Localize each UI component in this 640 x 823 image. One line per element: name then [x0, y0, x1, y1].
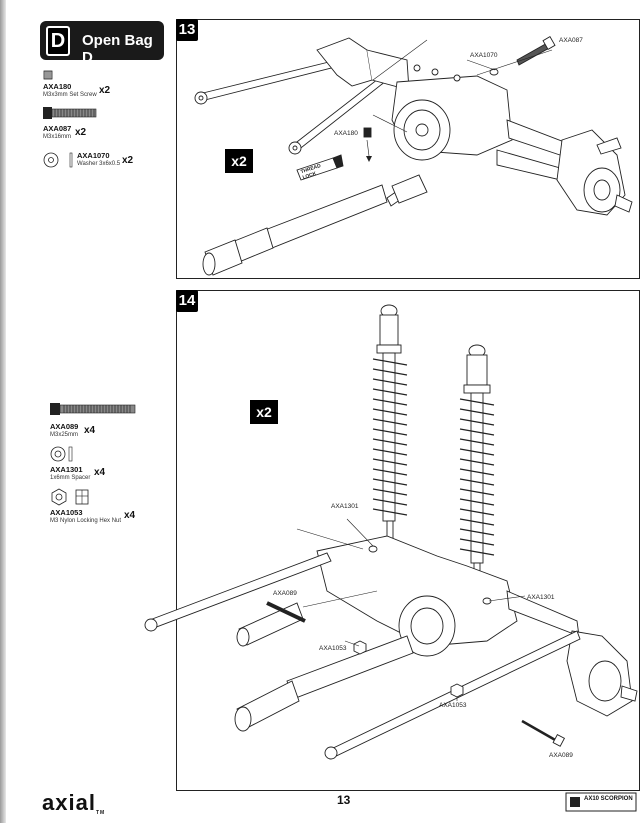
spacer-icon — [50, 446, 73, 462]
part-code: AXA089 — [50, 422, 79, 431]
part-qty: x4 — [124, 510, 136, 521]
page-edge-shadow — [0, 0, 6, 823]
step-14-panel: 14 x2 — [144, 290, 640, 791]
part-qty: x4 — [84, 425, 96, 436]
part-axa1301: AXA1301 1x6mm Spacer — [50, 465, 90, 483]
part-qty: x2 — [99, 85, 111, 96]
callout-axa1053: AXA1053 — [319, 645, 347, 652]
part-qty: x2 — [75, 127, 87, 138]
part-code: AXA087 — [43, 124, 72, 133]
part-desc: M3x25mm — [50, 432, 79, 438]
callout-axa180: AXA180 — [334, 130, 358, 137]
callout-axa089: AXA089 — [549, 752, 573, 759]
cap-screw-short-icon — [43, 107, 97, 119]
brand-name: axial — [42, 790, 96, 815]
callout-axa1301: AXA1301 — [527, 594, 555, 601]
callout-axa1301: AXA1301 — [331, 503, 359, 510]
part-desc: M3 Nylon Locking Hex Nut — [50, 518, 122, 524]
callout-axa1070: AXA1070 — [470, 52, 498, 59]
part-desc: M3x3mm Set Screw — [43, 92, 97, 98]
washer-icon — [43, 152, 73, 168]
part-axa089: AXA089 M3x25mm — [50, 422, 78, 440]
bag-letter: D — [46, 26, 70, 56]
callout-axa1053: AXA1053 — [439, 702, 467, 709]
set-screw-icon — [43, 70, 53, 80]
hex-nut-icon — [51, 488, 89, 506]
part-code: AXA1301 — [50, 465, 83, 474]
trademark: TM — [95, 810, 106, 816]
part-desc: M3x16mm — [43, 134, 72, 140]
bag-header: D Open Bag D — [40, 21, 164, 66]
callout-axa087: AXA087 — [559, 37, 583, 44]
step-number-badge: 13 — [176, 19, 198, 41]
part-axa087: AXA087 M3x16mm — [43, 124, 71, 142]
page-number: 13 — [337, 793, 351, 807]
part-axa180: AXA180 M3x3mm Set Screw — [43, 82, 97, 100]
part-desc: 1x6mm Spacer — [50, 475, 91, 481]
part-desc: Washer 3x6x0.5 — [77, 161, 121, 167]
spring-coils — [372, 358, 495, 556]
part-axa1070: AXA1070 Washer 3x6x0.5 — [77, 151, 120, 169]
scorpion-logo: AX10 SCORPION — [565, 787, 638, 815]
part-qty: x2 — [122, 155, 134, 166]
axle-assembly-diagram — [194, 36, 633, 276]
multiplier-badge: x2 — [225, 149, 253, 173]
step-number-badge: 14 — [176, 290, 198, 312]
part-code: AXA1053 — [50, 508, 83, 517]
part-axa1053: AXA1053 M3 Nylon Locking Hex Nut — [50, 508, 121, 526]
cap-screw-long-icon — [50, 403, 136, 415]
step-13-panel: 13 x2 — [176, 19, 640, 279]
model-logo-text: AX10 SCORPION — [584, 796, 633, 802]
callout-axa089: AXA089 — [273, 590, 297, 597]
shock-suspension-diagram — [144, 304, 638, 760]
multiplier-badge: x2 — [250, 400, 278, 424]
axial-logo: axialTM — [42, 790, 105, 816]
part-code: AXA180 — [43, 82, 72, 91]
part-qty: x4 — [94, 467, 106, 478]
part-code: AXA1070 — [77, 151, 110, 160]
bag-title: Open Bag D — [82, 32, 153, 66]
